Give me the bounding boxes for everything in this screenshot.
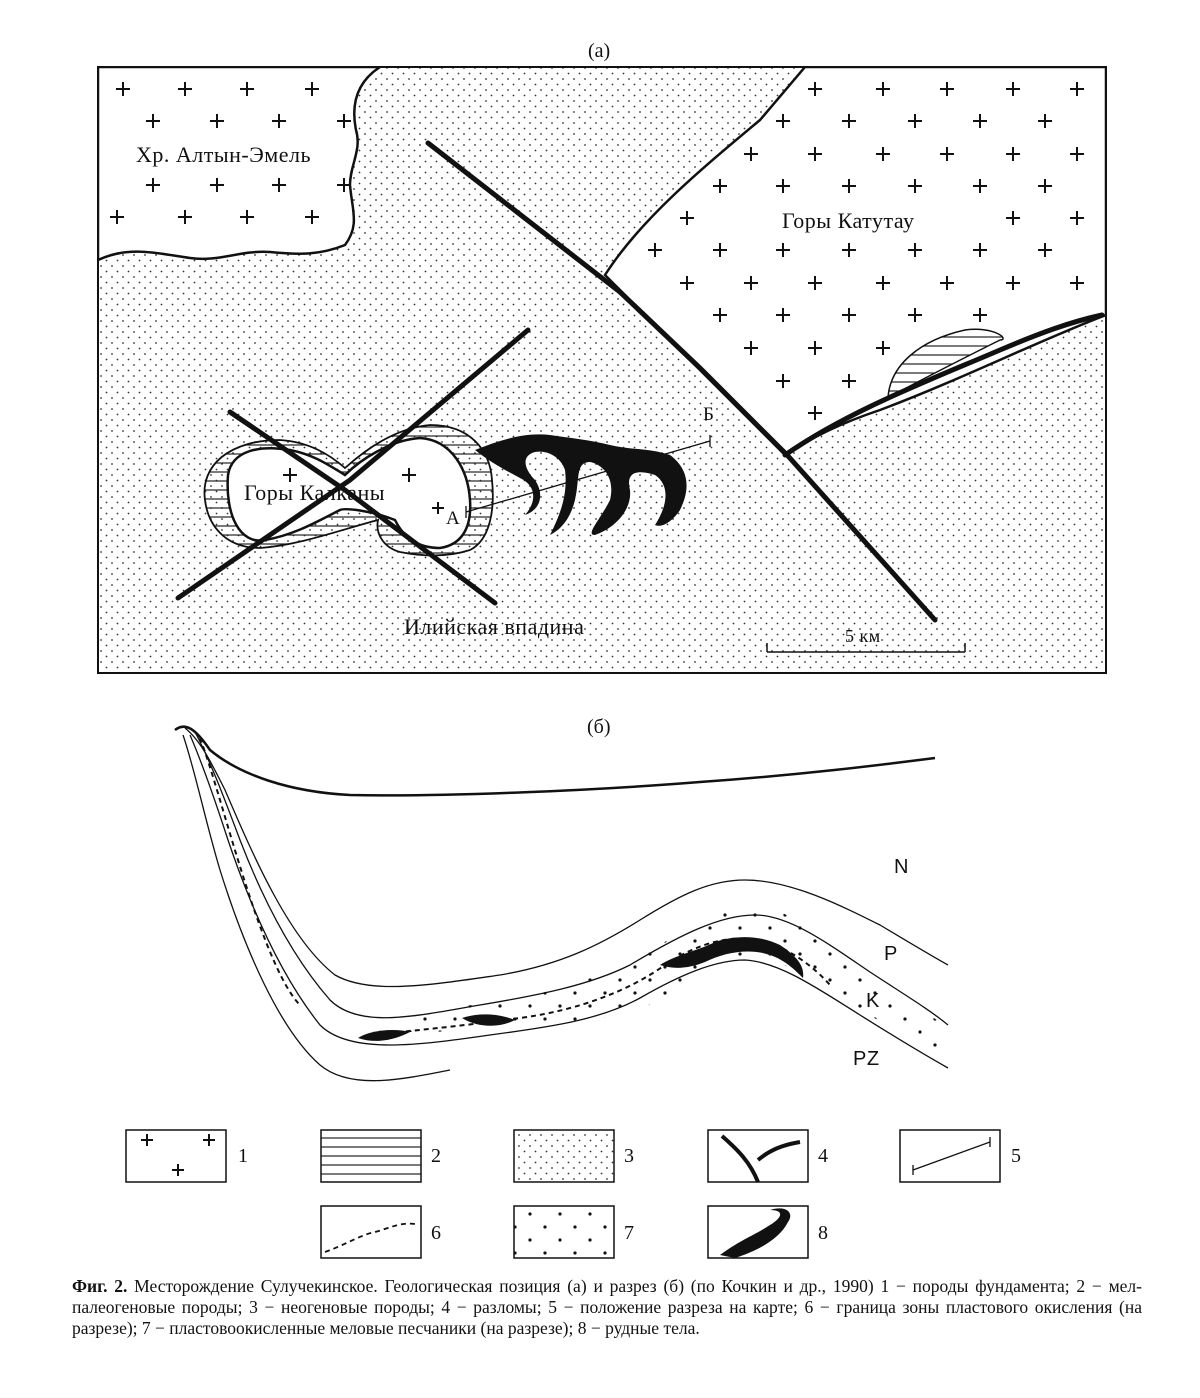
legend-num-3: 3 [624, 1145, 634, 1167]
fault-kalkany-nw [227, 409, 498, 606]
fault-kalkany-ne [175, 327, 531, 601]
label-scale: 5 км [845, 626, 881, 646]
label-altyn-emel: Хр. Алтын-Эмель [136, 142, 311, 167]
legend-box-7 [513, 1205, 615, 1259]
label-point-b: Б [703, 404, 715, 425]
legend-num-2: 2 [431, 1145, 441, 1167]
ore-bodies-section [358, 937, 804, 1041]
legend-box-4 [707, 1129, 809, 1183]
legend-box-1 [125, 1129, 227, 1183]
legend-box-3 [513, 1129, 615, 1183]
legend-box-2 [320, 1129, 422, 1183]
ore-body-main [475, 434, 687, 535]
legend-swatch-6 [324, 1222, 416, 1253]
legend-swatch-4 [720, 1134, 801, 1183]
legend-swatch-8 [720, 1208, 791, 1258]
figure-caption: Фиг. 2. Месторождение Сулучекинское. Гео… [72, 1276, 1142, 1339]
scale-bar [766, 643, 966, 653]
fault-northwest [425, 140, 938, 623]
legend-swatch-1 [141, 1134, 215, 1176]
caption-text: Месторождение Сулучекинское. Геологическ… [72, 1276, 1142, 1338]
label-n: N [894, 856, 909, 878]
label-point-a: А [446, 508, 461, 529]
legend-num-6: 6 [431, 1222, 441, 1244]
oxidized-sandstone-zone [372, 905, 948, 1066]
fault-katutau-branch [782, 312, 1105, 458]
legend-swatch-5 [912, 1137, 991, 1175]
label-p: P [884, 943, 898, 965]
basement-crosses [110, 82, 1084, 514]
section-line [465, 435, 711, 518]
legend-num-4: 4 [818, 1145, 828, 1167]
label-pz: PZ [853, 1048, 880, 1070]
top-surface [174, 725, 936, 797]
legend-num-7: 7 [624, 1222, 634, 1244]
label-k: K [866, 990, 880, 1012]
label-ili: Илийская впадина [404, 614, 585, 639]
legend [125, 1129, 1001, 1259]
label-kalkany: Горы Калканы [244, 480, 386, 505]
oxidation-boundary [199, 737, 831, 1036]
legend-num-8: 8 [818, 1222, 828, 1244]
panel-a-tag: (а) [588, 40, 611, 62]
basement-altyn-emel [98, 67, 383, 262]
cross-section [174, 725, 949, 1082]
legend-num-1: 1 [238, 1145, 248, 1167]
caption-prefix: Фиг. 2. [72, 1276, 128, 1296]
legend-num-5: 5 [1011, 1145, 1021, 1167]
label-katutau: Горы Катутау [782, 208, 915, 233]
legend-box-8 [707, 1205, 809, 1259]
cretaceous-lens-katutau [887, 328, 1004, 400]
legend-box-6 [320, 1205, 422, 1259]
panel-b-tag: (б) [587, 716, 611, 738]
